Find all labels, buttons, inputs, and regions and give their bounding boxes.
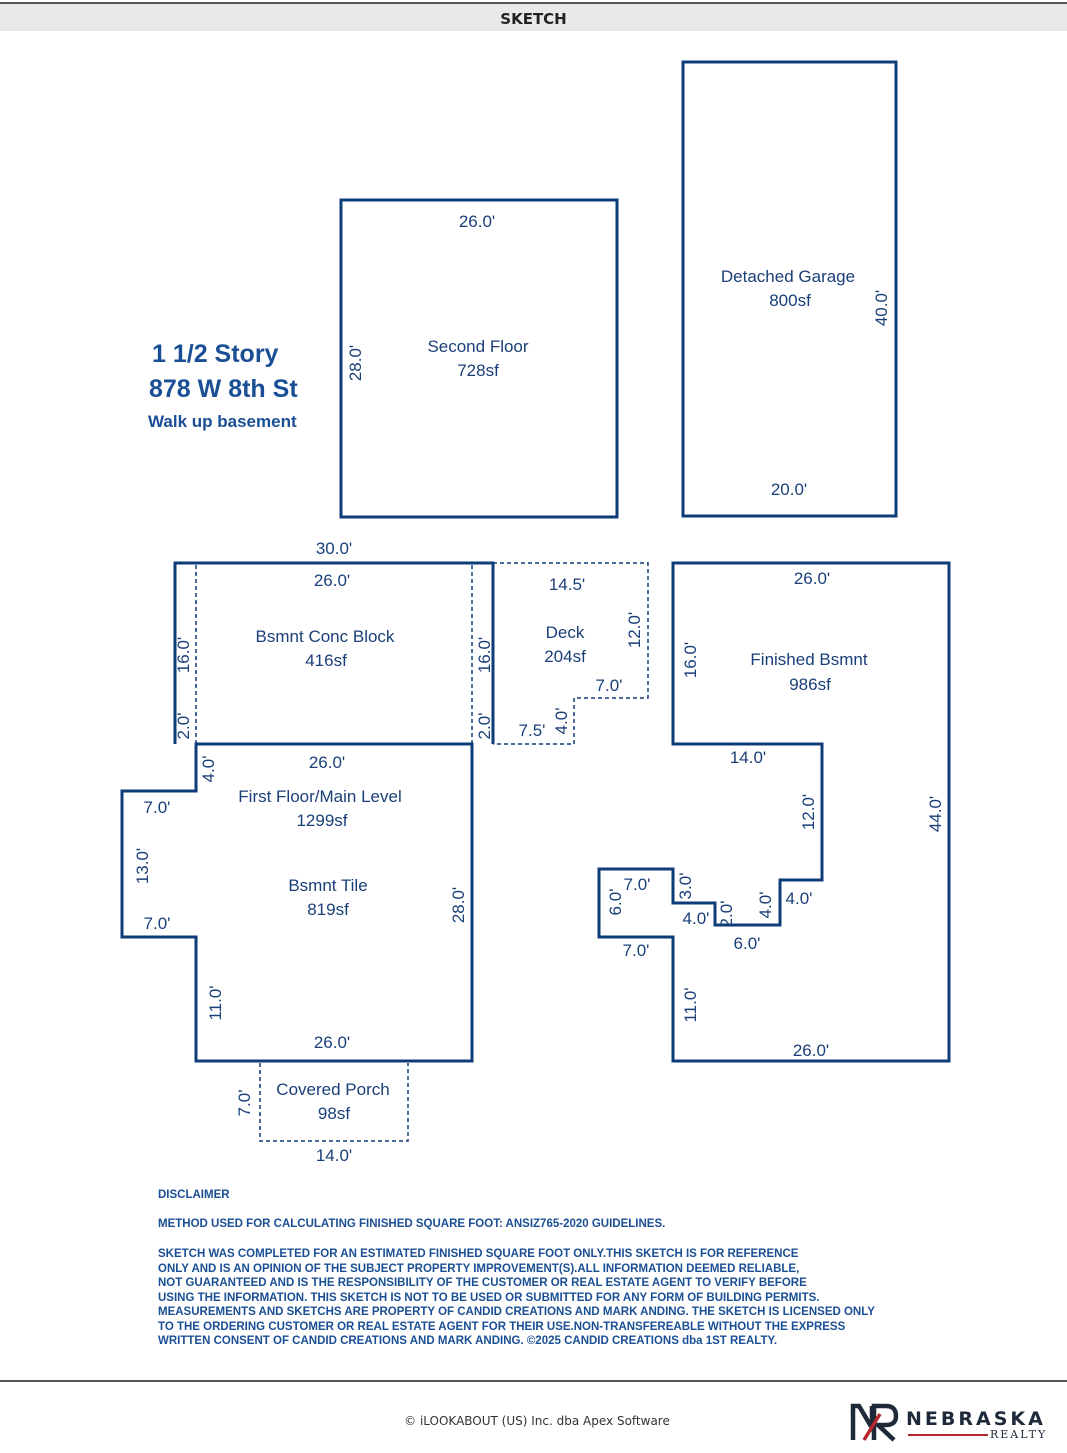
second-floor-name: Second Floor <box>427 337 528 356</box>
deck-right-dim: 12.0' <box>625 612 644 648</box>
bsmnt-conc-top-dim: 26.0' <box>314 571 350 590</box>
porch-outline <box>259 1063 409 1142</box>
finished-bsmnt-outline <box>597 561 951 1063</box>
second-floor-outline <box>339 198 619 519</box>
porch-bottom-dim: 14.0' <box>316 1146 352 1165</box>
first-floor-notch-dim: 4.0' <box>199 756 218 783</box>
finished-bsmnt-notch-v-dim: 3.0' <box>676 873 695 900</box>
first-floor-bump-bottom-dim: 7.0' <box>144 914 171 933</box>
deck-step-v-dim: 4.0' <box>552 708 571 735</box>
logo-subtitle: REALTY <box>990 1428 1048 1441</box>
garage-name: Detached Garage <box>721 267 855 286</box>
first-floor-top-dim: 26.0' <box>309 753 345 772</box>
finished-bsmnt-bump-side-dim: 6.0' <box>606 889 625 916</box>
floor-plan-sketch: 1 1/2 Story 878 W 8th St Walk up basemen… <box>120 60 951 1165</box>
finished-bsmnt-inner-bottom-dim: 6.0' <box>734 934 761 953</box>
finished-bsmnt-right-dim: 44.0' <box>926 796 945 832</box>
header-title: SKETCH <box>500 10 567 28</box>
finished-bsmnt-area: 986sf <box>789 675 831 694</box>
finished-bsmnt-mid-dim: 12.0' <box>799 794 818 830</box>
porch-side-dim: 7.0' <box>235 1090 254 1117</box>
first-floor-area: 1299sf <box>296 811 347 830</box>
finished-bsmnt-inner-v-dim: 4.0' <box>756 892 775 919</box>
first-floor-bump-top-dim: 7.0' <box>144 798 171 817</box>
disclaimer-line: MEASUREMENTS AND SKETCHS ARE PROPERTY OF… <box>158 1306 875 1318</box>
logo-accent-rule <box>908 1434 988 1436</box>
bsmnt-conc-name: Bsmnt Conc Block <box>256 627 395 646</box>
garage-bottom-dim: 20.0' <box>771 480 807 499</box>
deck-step-h-dim: 7.0' <box>596 676 623 695</box>
bsmnt-conc-left-small-dim: 2.0' <box>174 713 193 740</box>
copyright-text: © iLOOKABOUT (US) Inc. dba Apex Software <box>404 1414 670 1428</box>
garage-side-dim: 40.0' <box>872 290 891 326</box>
finished-bsmnt-top-dim: 26.0' <box>794 569 830 588</box>
porch-area: 98sf <box>318 1104 350 1123</box>
nebraska-realty-logo: NEBRASKA REALTY <box>850 1402 1055 1446</box>
bsmnt-conc-right-small-dim: 2.0' <box>475 713 494 740</box>
garage-area: 800sf <box>769 291 811 310</box>
disclaimer-heading: DISCLAIMER <box>158 1189 230 1201</box>
first-floor-outline <box>120 742 474 1063</box>
bsmnt-tile-name: Bsmnt Tile <box>288 876 367 895</box>
second-floor-top-dim: 26.0' <box>459 212 495 231</box>
deck-top-dim: 14.5' <box>549 575 585 594</box>
first-floor-name: First Floor/Main Level <box>238 787 401 806</box>
disclaimer-body: SKETCH WAS COMPLETED FOR AN ESTIMATED FI… <box>158 1247 918 1349</box>
finished-bsmnt-inner-h-dim: 4.0' <box>786 889 813 908</box>
finished-bsmnt-notch-h-dim: 4.0' <box>683 909 710 928</box>
disclaimer-line: SKETCH WAS COMPLETED FOR AN ESTIMATED FI… <box>158 1248 799 1260</box>
finished-bsmnt-step-dim: 14.0' <box>730 748 766 767</box>
bsmnt-conc-right-dim: 16.0' <box>475 637 494 673</box>
second-floor-side-dim: 28.0' <box>346 345 365 381</box>
first-floor-bump-side-dim: 13.0' <box>133 848 152 884</box>
property-address: 878 W 8th St <box>149 375 298 403</box>
garage-outline <box>681 60 898 518</box>
deck-outline <box>493 562 649 745</box>
porch-name: Covered Porch <box>276 1080 389 1099</box>
disclaimer-line: USING THE INFORMATION. THIS SKETCH IS NO… <box>158 1291 820 1304</box>
bsmnt-conc-outer-top-dim: 30.0' <box>316 539 352 558</box>
finished-bsmnt-bump-bottom-dim: 7.0' <box>623 941 650 960</box>
finished-bsmnt-bottom-dim: 26.0' <box>793 1041 829 1060</box>
footer-divider <box>0 1380 1067 1382</box>
disclaimer-line: WRITTEN CONSENT OF CANDID CREATIONS AND … <box>158 1335 778 1347</box>
property-subtitle: Walk up basement <box>148 412 297 431</box>
first-floor-bottom-dim: 26.0' <box>314 1033 350 1052</box>
disclaimer-line: ONLY AND IS AN OPINION OF THE SUBJECT PR… <box>158 1262 800 1275</box>
bsmnt-conc-area: 416sf <box>305 651 347 670</box>
deck-name: Deck <box>546 623 585 642</box>
disclaimer-line: NOT GUARANTEED AND IS THE RESPONSIBILITY… <box>158 1277 807 1289</box>
logo-wordmark: NEBRASKA <box>906 1408 1046 1430</box>
deck-area: 204sf <box>544 647 586 666</box>
finished-bsmnt-lower-left-dim: 11.0' <box>681 987 700 1022</box>
sketch-header: SKETCH <box>0 2 1067 31</box>
deck-bottom-dim: 7.5' <box>519 721 546 740</box>
finished-bsmnt-bump-top-dim: 7.0' <box>624 875 651 894</box>
bsmnt-conc-left-dim: 16.0' <box>174 637 193 673</box>
nr-logo-icon <box>850 1403 899 1442</box>
property-type: 1 1/2 Story <box>152 340 279 368</box>
disclaimer-method: METHOD USED FOR CALCULATING FINISHED SQU… <box>158 1218 666 1230</box>
first-floor-right-dim: 28.0' <box>449 887 468 923</box>
finished-bsmnt-notch-small-dim: 2.0' <box>717 901 736 928</box>
disclaimer-line: TO THE ORDERING CUSTOMER OR REAL ESTATE … <box>158 1320 846 1333</box>
bsmnt-tile-area: 819sf <box>307 900 349 919</box>
finished-bsmnt-left-upper-dim: 16.0' <box>681 642 700 678</box>
bsmnt-conc-outline <box>173 561 495 744</box>
finished-bsmnt-name: Finished Bsmnt <box>750 650 867 669</box>
first-floor-lower-left-dim: 11.0' <box>206 985 225 1020</box>
second-floor-area: 728sf <box>457 361 499 380</box>
